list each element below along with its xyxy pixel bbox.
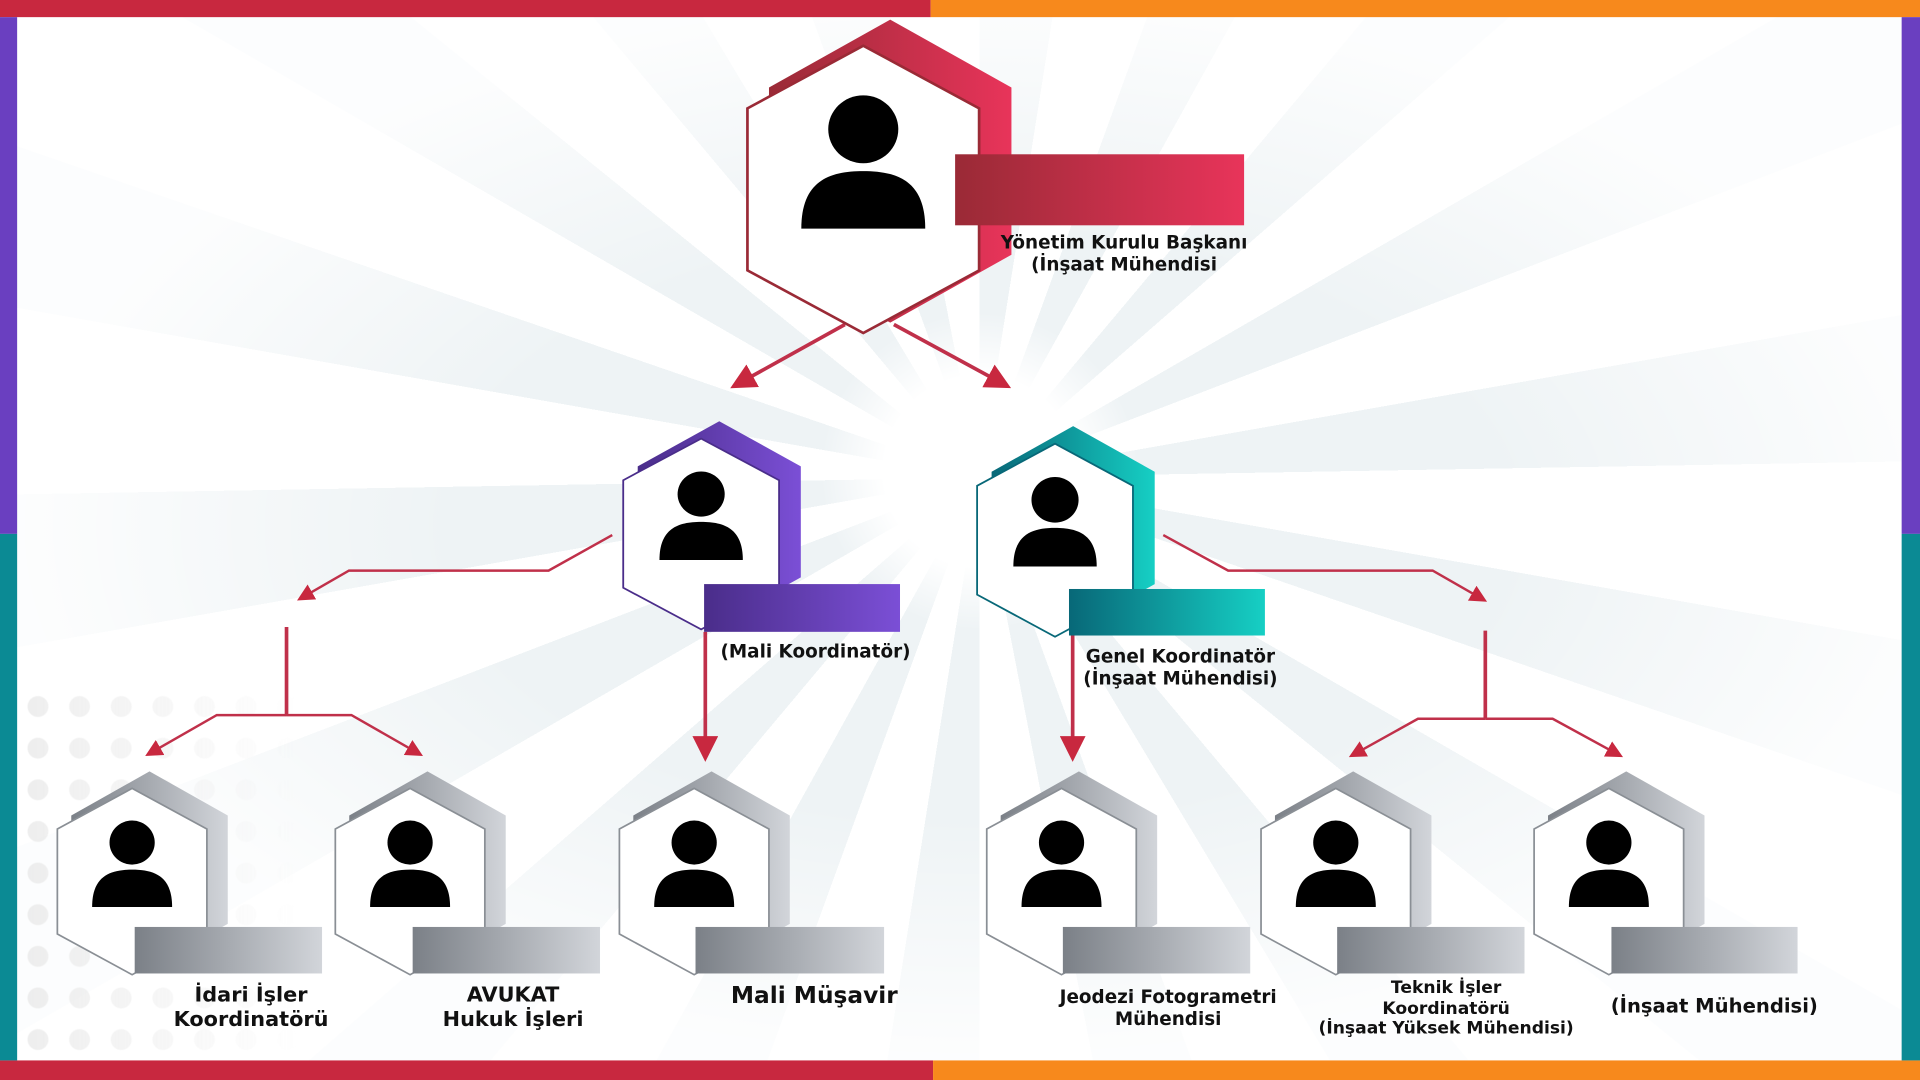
arrow-to-technical bbox=[1348, 717, 1486, 758]
person-icon bbox=[1021, 820, 1102, 907]
bottom-bar-orange bbox=[933, 1060, 1920, 1080]
title-line: (Mali Koordinatör) bbox=[720, 640, 911, 663]
arrow-to-admin bbox=[145, 713, 287, 756]
lawyer-title: AVUKAT Hukuk İşleri bbox=[443, 983, 584, 1033]
person-icon bbox=[801, 95, 926, 229]
person-icon bbox=[1568, 820, 1649, 907]
person-icon bbox=[92, 820, 173, 907]
arrow-to-lawyer bbox=[286, 713, 423, 756]
title-line: (İnşaat Mühendisi) bbox=[1083, 667, 1278, 690]
general-coordinator-title: Genel Koordinatör (İnşaat Mühendisi) bbox=[1083, 645, 1277, 689]
left-border-teal bbox=[0, 533, 18, 1061]
left-branch bbox=[297, 534, 613, 601]
title-line: AVUKAT bbox=[466, 983, 560, 1008]
title-line: İdari İşler bbox=[194, 983, 308, 1008]
financial-advisor-title: Mali Müşavir bbox=[731, 982, 898, 1010]
person-icon bbox=[654, 820, 735, 907]
title-line: (İnşaat Mühendisi) bbox=[1610, 994, 1818, 1018]
top-bar-orange bbox=[930, 0, 1920, 18]
title-line: (İnşaat Yüksek Mühendisi) bbox=[1318, 1018, 1574, 1039]
right-branch bbox=[1162, 534, 1488, 602]
title-line: Jeodezi Fotogrametri bbox=[1059, 985, 1277, 1008]
arrow-to-general bbox=[893, 322, 1012, 389]
left-border-purple bbox=[0, 17, 18, 534]
financial-advisor-name-plate bbox=[695, 926, 885, 974]
lawyer-name-plate bbox=[412, 926, 601, 974]
general-coordinator-name-plate bbox=[1068, 588, 1265, 636]
financial-advisor-node bbox=[616, 771, 790, 976]
technical-coordinator-title: Teknik İşler Koordinatörü (İnşaat Yüksek… bbox=[1318, 978, 1573, 1039]
title-line: Yönetim Kurulu Başkanı bbox=[1000, 231, 1248, 254]
title-line: Mali Müşavir bbox=[730, 982, 898, 1009]
chairman-name-plate bbox=[955, 154, 1245, 226]
technical-coordinator-name-plate bbox=[1337, 926, 1525, 974]
title-line: Koordinatörü bbox=[1382, 998, 1510, 1019]
arrow-to-finance bbox=[730, 322, 846, 389]
chairman-title: Yönetim Kurulu Başkanı (İnşaat Mühendisi bbox=[1001, 231, 1248, 275]
finance-coordinator-name-plate bbox=[704, 584, 901, 632]
finance-coordinator-title: (Mali Koordinatör) bbox=[721, 640, 911, 662]
person-icon bbox=[1295, 820, 1376, 907]
civil-engineer-title: (İnşaat Mühendisi) bbox=[1611, 994, 1818, 1017]
title-line: (İnşaat Mühendisi bbox=[1031, 253, 1217, 276]
arrow-to-civil bbox=[1485, 717, 1624, 758]
admin-coordinator-title: İdari İşler Koordinatörü bbox=[174, 983, 329, 1033]
person-icon bbox=[659, 471, 743, 561]
finance-coordinator-node bbox=[620, 421, 801, 631]
general-coordinator-node bbox=[973, 426, 1155, 638]
geodesy-engineer-name-plate bbox=[1062, 926, 1251, 974]
civil-engineer-name-plate bbox=[1611, 926, 1798, 974]
title-line: Mühendisi bbox=[1114, 1007, 1222, 1030]
person-icon bbox=[370, 820, 451, 907]
title-line: Teknik İşler bbox=[1390, 978, 1502, 998]
civil-engineer-node bbox=[1531, 771, 1705, 976]
admin-coordinator-name-plate bbox=[134, 926, 323, 974]
title-line: Hukuk İşleri bbox=[442, 1008, 584, 1033]
right-border-teal bbox=[1901, 533, 1920, 1061]
title-line: Genel Koordinatör bbox=[1085, 645, 1276, 668]
top-bar-red bbox=[0, 0, 931, 18]
geodesy-engineer-title: Jeodezi Fotogrametri Mühendisi bbox=[1060, 986, 1277, 1030]
right-border-purple bbox=[1901, 17, 1920, 534]
bottom-bar-red bbox=[0, 1060, 934, 1080]
person-icon bbox=[1013, 477, 1097, 567]
chairman-node bbox=[742, 19, 1012, 335]
title-line: Koordinatörü bbox=[173, 1008, 329, 1033]
